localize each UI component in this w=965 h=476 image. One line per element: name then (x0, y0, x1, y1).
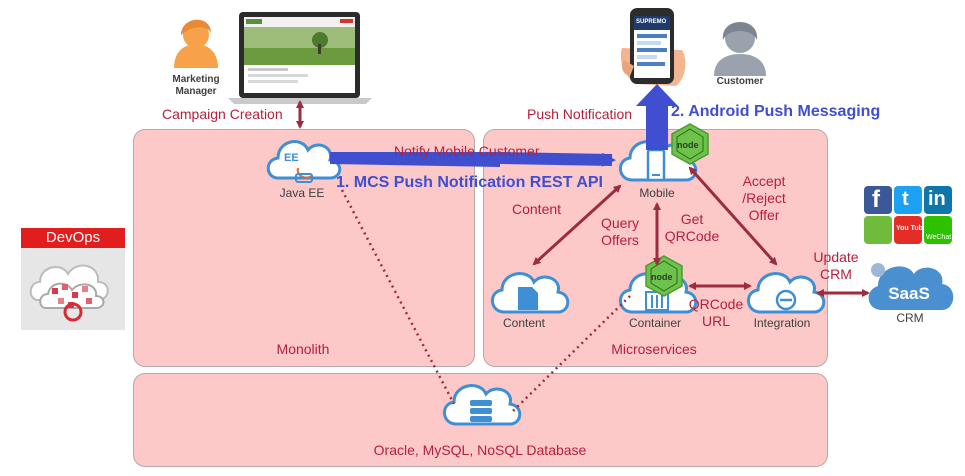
content-cloud-icon (491, 272, 570, 314)
notify-arrow-body (330, 153, 500, 167)
crm-label: CRM (896, 311, 924, 325)
microservices-title: Microservices (611, 341, 697, 357)
customer-avatar-icon (714, 22, 766, 76)
mobile-content-arrow (532, 184, 622, 266)
campaign-creation-label: Campaign Creation (162, 106, 283, 122)
integration-label: Integration (753, 316, 811, 330)
update-crm-label: Update CRM (813, 249, 859, 282)
database-cloud-icon (443, 384, 522, 426)
qrcode-url-label: QRCode URL (688, 296, 744, 329)
monolith-title: Monolith (276, 341, 330, 357)
query-offers-label: Query Offers (600, 215, 640, 248)
marketing-manager-avatar-icon (174, 19, 218, 68)
devops-banner: DevOps (21, 228, 125, 248)
node-hexagon-mobile-icon (671, 123, 709, 165)
android-push-arrow (646, 104, 668, 150)
marketing-manager-label: Marketing Manager (172, 74, 220, 97)
content-edge-label: Content (512, 201, 562, 217)
laptop-icon (228, 12, 372, 104)
java-ee-database-dotted-line (340, 189, 456, 405)
linkedin-icon: in (924, 186, 952, 214)
mobile-integration-arrow (688, 166, 778, 266)
notify-mobile-customer-label: Notify Mobile Customer (394, 143, 540, 159)
node-badge-container-label: node (651, 272, 673, 282)
twitter-icon: t (894, 186, 922, 214)
saas-label: SaaS (888, 284, 930, 303)
push-notification-label: Push Notification (527, 106, 633, 122)
node-badge-mobile-label: node (677, 140, 699, 150)
android-push-label: 2. Android Push Messaging (671, 103, 881, 120)
phone-brand-label: SUPREMO (636, 19, 667, 25)
integration-cloud-icon (747, 272, 826, 314)
android-push-arrowhead (636, 84, 678, 106)
wechat-icon: WeChat (924, 216, 952, 244)
node-hexagon-container-icon (645, 255, 683, 297)
youtube-icon: You Tube (894, 216, 927, 244)
mobile-label: Mobile (639, 186, 675, 200)
java-ee-cloud-icon (266, 140, 342, 183)
saas-cloud-icon (868, 263, 954, 310)
customer-label: Customer (716, 76, 764, 87)
accept-reject-label: Accept /Reject Offer (742, 173, 786, 223)
google-icon (864, 216, 892, 244)
get-qrcode-label: Get QRCode (664, 211, 720, 244)
mcs-push-api-label: 1. MCS Push Notification REST API (336, 174, 603, 191)
devops-title: DevOps (45, 229, 101, 246)
devops-cloud-icon (21, 248, 125, 330)
content-node-label: Content (502, 316, 546, 330)
phone-icon (620, 8, 686, 86)
container-label: Container (628, 316, 682, 330)
java-ee-badge: EE (284, 152, 299, 164)
java-ee-label: Java EE (279, 186, 325, 200)
database-label: Oracle, MySQL, NoSQL Database (373, 442, 587, 458)
facebook-icon: f (864, 186, 892, 214)
